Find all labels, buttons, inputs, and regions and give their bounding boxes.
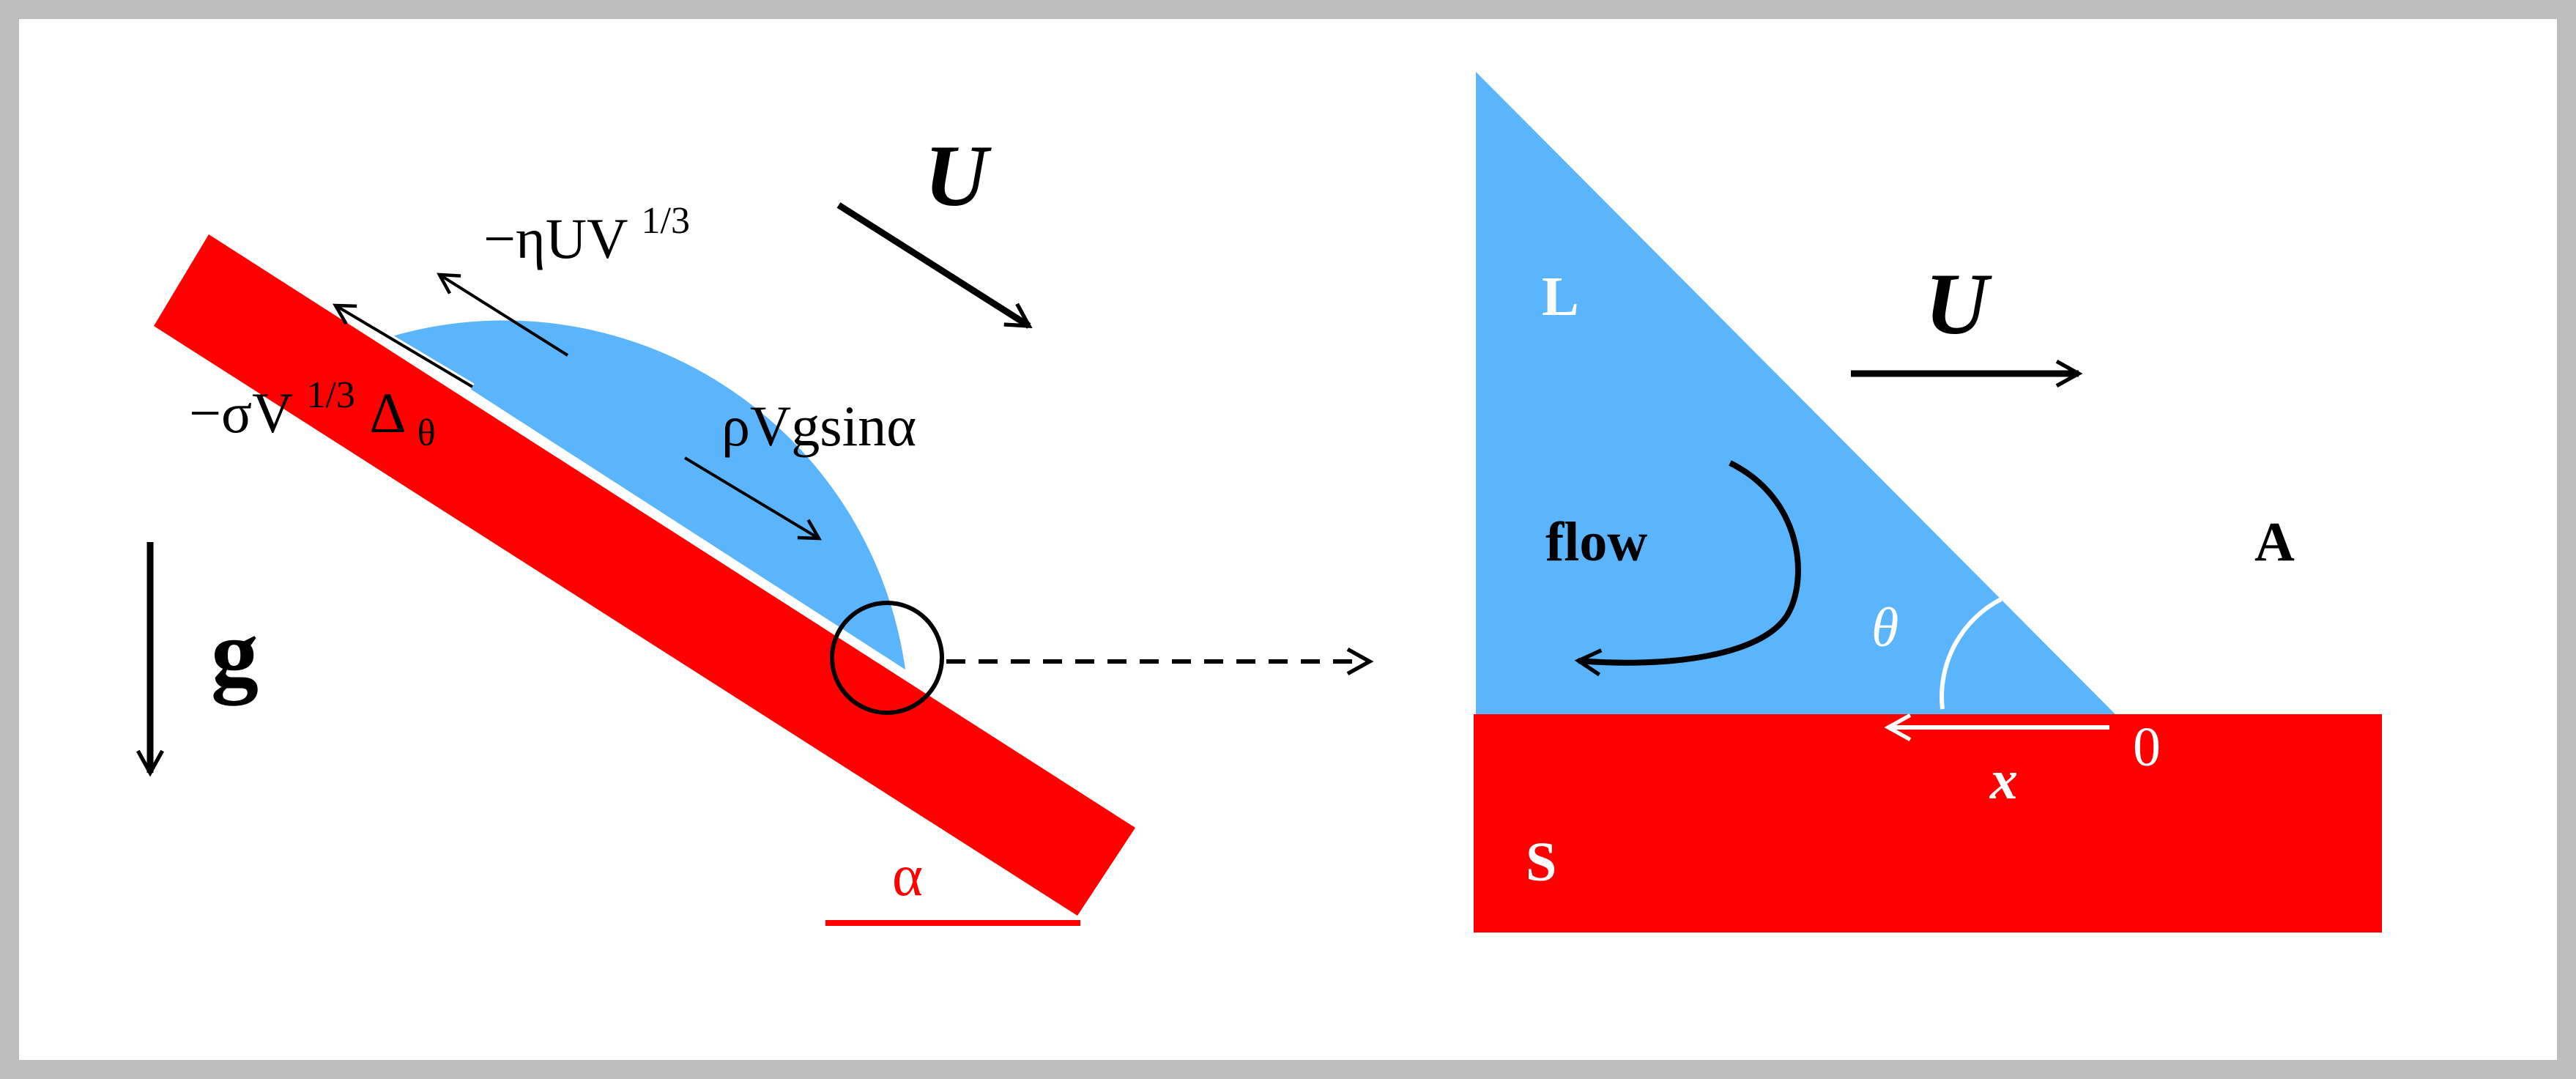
viscous-force-main: −ηUV <box>483 207 628 270</box>
capillary-force-arrow <box>332 303 474 388</box>
contact-line-zoom-circle <box>830 601 944 715</box>
origin-label: 0 <box>2133 716 2161 778</box>
left-panel: U g −ηUV 1/3 −σV 1/3 Δ θ ρVgsinα α <box>136 127 1374 926</box>
right-velocity-label: U <box>1925 255 1992 352</box>
gravity-component-label: ρVgsinα <box>721 394 916 458</box>
liquid-drop <box>390 320 905 670</box>
viscous-force-label: −ηUV 1/3 <box>483 200 690 270</box>
liquid-label: L <box>1542 266 1579 327</box>
flow-circulation-arrow <box>1574 460 1801 677</box>
left-velocity-label: U <box>924 127 992 224</box>
incline-angle-label: α <box>892 844 923 908</box>
liquid-wedge <box>1476 72 2115 714</box>
flow-label: flow <box>1545 511 1647 573</box>
inclined-substrate <box>154 234 1135 916</box>
gravity-component-arrow <box>683 456 823 541</box>
right-panel: L A S U flow θ x 0 <box>1474 72 2382 932</box>
viscous-force-sup: 1/3 <box>642 200 690 242</box>
contact-angle-arc <box>1940 597 2002 710</box>
capillary-force-sup: 1/3 <box>306 374 355 416</box>
contact-angle-label: θ <box>1871 597 1898 659</box>
gravity-label: g <box>211 601 259 706</box>
capillary-force-delta: Δ <box>369 381 404 445</box>
solid-label: S <box>1526 831 1556 893</box>
capillary-force-label: −σV 1/3 Δ θ <box>189 356 436 454</box>
capillary-force-main: −σV <box>189 381 293 445</box>
x-axis-label: x <box>1989 749 2018 811</box>
capillary-force-sub: θ <box>417 412 436 454</box>
viscous-force-arrow <box>437 272 569 357</box>
air-label: A <box>2254 511 2295 573</box>
left-velocity-arrow <box>836 202 1033 329</box>
solid-substrate <box>1474 714 2382 932</box>
